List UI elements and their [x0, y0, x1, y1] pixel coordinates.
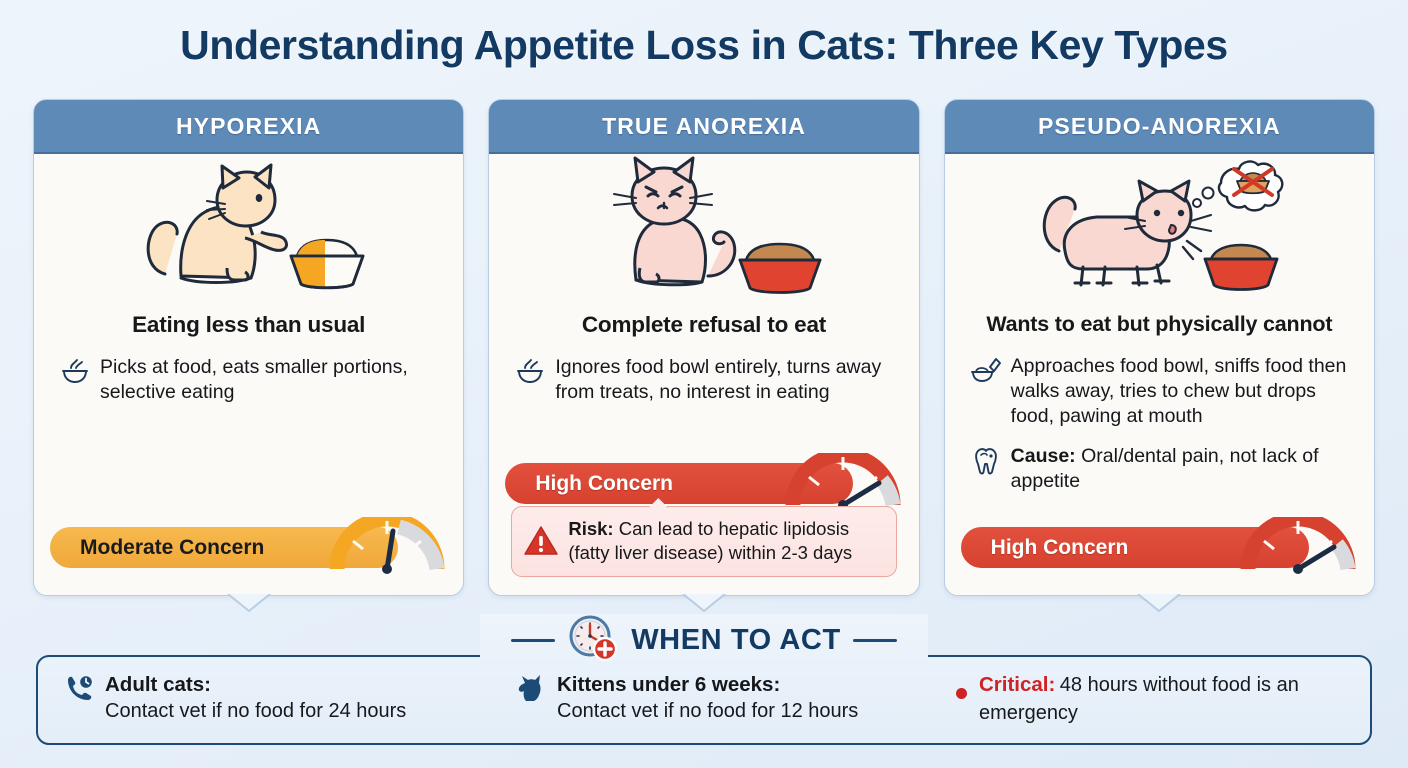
concern-badge-pseudo-anorexia[interactable]: High Concern	[960, 511, 1358, 574]
bullet-detail: Oral/dental pain, not lack of appetite	[1010, 445, 1319, 492]
footer-item-adult-cats: Adult cats: Contact vet if no food for 2…	[36, 672, 516, 728]
footer-text: Critical: 48 hours without food is an em…	[979, 672, 1351, 728]
food-bowl-icon	[515, 358, 545, 386]
risk-text: Risk: Can lead to hepatic lipidosis (fat…	[568, 517, 883, 565]
footer-text: Kittens under 6 weeks: Contact vet if no…	[557, 672, 858, 724]
gauge-moderate-icon	[327, 511, 447, 580]
illustration-grumpy-cat-red-bowl	[505, 154, 902, 306]
warning-triangle-icon	[524, 525, 559, 557]
card-header-true-anorexia: TRUE ANOREXIA	[489, 100, 919, 154]
card-body-hyporexia: Eating less than usual Picks at food, ea…	[34, 154, 463, 612]
red-dot-icon	[954, 674, 968, 704]
footer-text: Adult cats: Contact vet if no food for 2…	[105, 672, 406, 724]
risk-callout: Risk: Can lead to hepatic lipidosis (fat…	[511, 498, 897, 577]
card-header-hyporexia: HYPOREXIA	[34, 100, 464, 154]
gauge-high-icon	[1238, 511, 1358, 580]
bullet-text: Approaches food bowl, sniffs food then w…	[1010, 355, 1347, 427]
card-body-true-anorexia: Complete refusal to eat Ignores food bow…	[489, 154, 918, 612]
bullet-text: Picks at food, eats smaller portions, se…	[100, 356, 408, 403]
card-pointer-down	[1137, 594, 1181, 612]
when-to-act-title: WHEN TO ACT	[631, 624, 841, 656]
banner-rule-right	[852, 639, 897, 642]
red-dot	[955, 688, 967, 699]
card-body-pseudo-anorexia: Wants to eat but physically cannot Appro…	[945, 154, 1374, 612]
card-headline-pseudo-anorexia: Wants to eat but physically cannot	[986, 312, 1333, 336]
footer-desc: Contact vet if no food for 12 hours	[557, 700, 859, 722]
clock-medical-icon	[567, 614, 619, 667]
when-to-act-items: Adult cats: Contact vet if no food for 2…	[36, 672, 1372, 728]
footer-desc: 48 hours without food is an emergency	[979, 674, 1299, 724]
card-headline-hyporexia: Eating less than usual	[132, 312, 366, 337]
gauge-high-icon	[783, 447, 903, 516]
concern-badge-true-anorexia[interactable]: High Concern	[505, 447, 902, 510]
tooth-icon	[971, 447, 1001, 475]
card-pseudo-anorexia[interactable]: PSEUDO-ANOREXIA	[943, 99, 1375, 612]
bullet-item: Approaches food bowl, sniffs food then w…	[970, 354, 1354, 429]
card-headline-true-anorexia: Complete refusal to eat	[581, 312, 827, 337]
bullet-list-true-anorexia: Ignores food bowl entirely, turns away f…	[505, 355, 902, 405]
illustration-cat-approaching-bowl	[961, 154, 1358, 306]
footer-label: Adult cats:	[105, 673, 211, 696]
bullet-text: Ignores food bowl entirely, turns away f…	[555, 356, 882, 403]
illustration-cat-sitting-near-bowl	[50, 154, 447, 306]
footer-desc: Contact vet if no food for 24 hours	[105, 700, 407, 722]
cat-silhouette-icon	[516, 674, 546, 704]
when-to-act-banner: WHEN TO ACT	[0, 614, 1408, 667]
footer-label: Kittens under 6 weeks:	[557, 673, 781, 696]
bullet-label: Cause:	[1010, 445, 1076, 467]
card-pointer-down	[227, 594, 271, 612]
bullet-item: Picks at food, eats smaller portions, se…	[60, 355, 443, 405]
bullet-item: Ignores food bowl entirely, turns away f…	[515, 355, 898, 405]
card-pointer-down	[682, 594, 726, 612]
banner-rule-left	[511, 639, 556, 642]
footer-item-critical: Critical: 48 hours without food is an em…	[946, 672, 1366, 728]
risk-label: Risk:	[568, 518, 614, 539]
bullet-text: Cause: Oral/dental pain, not lack of app…	[1011, 444, 1354, 494]
footer-label: Critical:	[979, 673, 1056, 696]
card-true-anorexia[interactable]: TRUE ANOREXIA	[488, 99, 920, 612]
bullet-list-pseudo-anorexia: Approaches food bowl, sniffs food then w…	[961, 354, 1358, 494]
bullet-list-hyporexia: Picks at food, eats smaller portions, se…	[50, 355, 447, 405]
type-cards-row: HYPOREXIA	[33, 99, 1375, 612]
food-bowl-icon	[60, 358, 90, 386]
card-hyporexia[interactable]: HYPOREXIA	[33, 99, 465, 612]
concern-label: High Concern	[505, 463, 854, 504]
card-header-pseudo-anorexia: PSEUDO-ANOREXIA	[944, 100, 1374, 154]
risk-detail: Can lead to hepatic lipidosis (fatty liv…	[568, 518, 853, 563]
concern-badge-hyporexia[interactable]: Moderate Concern	[50, 511, 447, 574]
page-title: Understanding Appetite Loss in Cats: Thr…	[180, 22, 1228, 68]
phone-clock-icon	[64, 674, 94, 704]
bullet-item: Cause: Oral/dental pain, not lack of app…	[971, 444, 1354, 494]
food-bowl-tilted-icon	[970, 357, 1001, 385]
footer-item-kittens: Kittens under 6 weeks: Contact vet if no…	[516, 672, 946, 728]
